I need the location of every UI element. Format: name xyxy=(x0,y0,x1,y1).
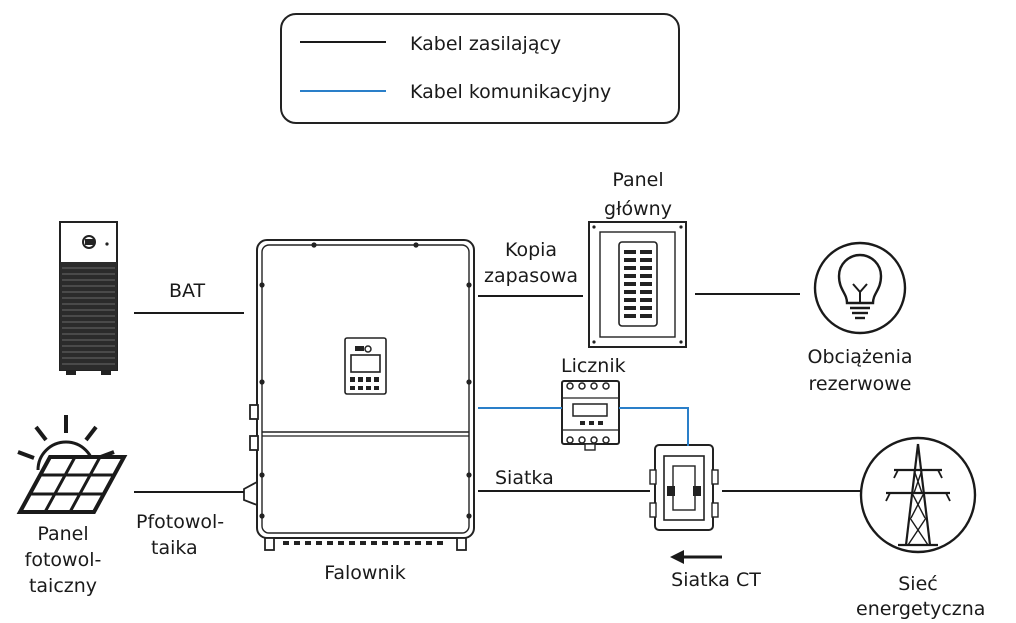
label-pv-panel-2: fotowol- xyxy=(24,549,102,571)
label-inverter: Falownik xyxy=(324,562,406,584)
label-pv-2: taika xyxy=(151,537,198,559)
label-utility-1: Sieć xyxy=(898,573,938,595)
ct-clamp-icon xyxy=(649,444,719,531)
label-meter: Licznik xyxy=(561,355,626,377)
label-grid: Siatka xyxy=(495,467,554,489)
label-bat: BAT xyxy=(169,280,206,302)
label-pv-panel-1: Panel xyxy=(37,523,89,545)
legend-box xyxy=(280,13,680,124)
label-loads-2: rezerwowe xyxy=(808,373,912,395)
label-main-panel-1: Panel xyxy=(612,169,664,191)
legend-power-cable-label: Kabel zasilający xyxy=(410,33,562,55)
meter-icon xyxy=(561,380,620,451)
battery-icon xyxy=(59,221,118,375)
label-main-panel-2: główny xyxy=(604,198,672,220)
label-backup-1: Kopia xyxy=(504,239,558,261)
label-grid-ct: Siatka CT xyxy=(671,569,761,591)
label-backup-2: zapasowa xyxy=(483,265,579,287)
arrow-left-icon xyxy=(670,550,722,564)
light-bulb-icon xyxy=(813,241,907,335)
ct-comm-cable xyxy=(619,407,689,446)
label-utility-2: energetyczna xyxy=(856,598,986,620)
inverter-icon xyxy=(243,239,475,551)
label-loads-1: Obciążenia xyxy=(807,346,913,368)
label-pv-panel-3: taiczny xyxy=(28,575,98,597)
utility-tower-icon xyxy=(859,436,977,554)
solar-panel-icon xyxy=(16,415,128,514)
label-pv-1: Pfotowol- xyxy=(136,511,225,533)
main-panel-icon xyxy=(588,221,687,348)
legend-comm-cable-label: Kabel komunikacyjny xyxy=(410,81,612,103)
